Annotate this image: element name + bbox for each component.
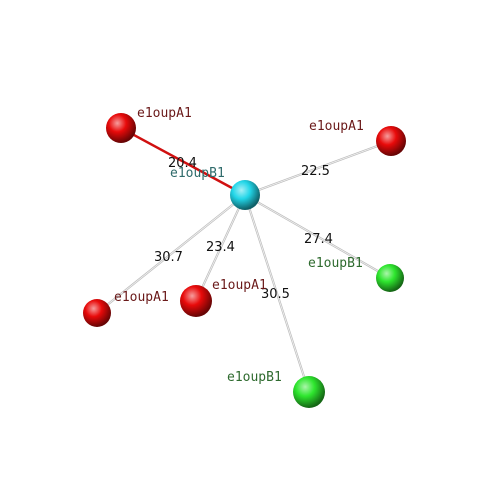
bond-distance-label: 30.5 [261,287,290,302]
atom-sphere-b1 [376,264,404,292]
atom-sphere-a2 [376,126,406,156]
atom-label-a1: e1oupA1 [137,106,192,121]
bond-highlight-a2 [244,140,392,196]
label-layer: 20.4 22.5 27.4 30.5 23.4 30.7 e1oupA1 e1oupA1 e1… [114,106,364,385]
atom-sphere-a3 [180,285,212,317]
bond-distance-label: 23.4 [206,240,235,255]
bond-distance-label: 22.5 [301,164,330,179]
atom-sphere-b2 [293,376,325,408]
atom-label-b2: e1oupB1 [227,370,282,385]
center-atom-sphere [230,180,260,210]
atom-sphere-a1 [106,113,136,143]
atom-label-a2: e1oupA1 [309,119,364,134]
bond-highlight-a3 [195,194,246,302]
bond-highlight-a4 [96,194,246,314]
bond-distance-label: 20.4 [168,156,197,171]
bond-layer [95,126,393,394]
atom-label-a3: e1oupA1 [212,278,267,293]
bond-highlight-b2 [244,194,310,393]
bond-distance-label: 30.7 [154,250,183,265]
atom-sphere-a4 [83,299,111,327]
bond-line-a1 [119,126,247,197]
center-atom-label: e1oupB1 [170,166,225,181]
bond-distance-label: 27.4 [304,232,333,247]
bond-highlight-b1 [244,194,391,279]
atom-label-b1: e1oupB1 [308,256,363,271]
atom-layer [83,113,406,408]
atom-label-a4: e1oupA1 [114,290,169,305]
